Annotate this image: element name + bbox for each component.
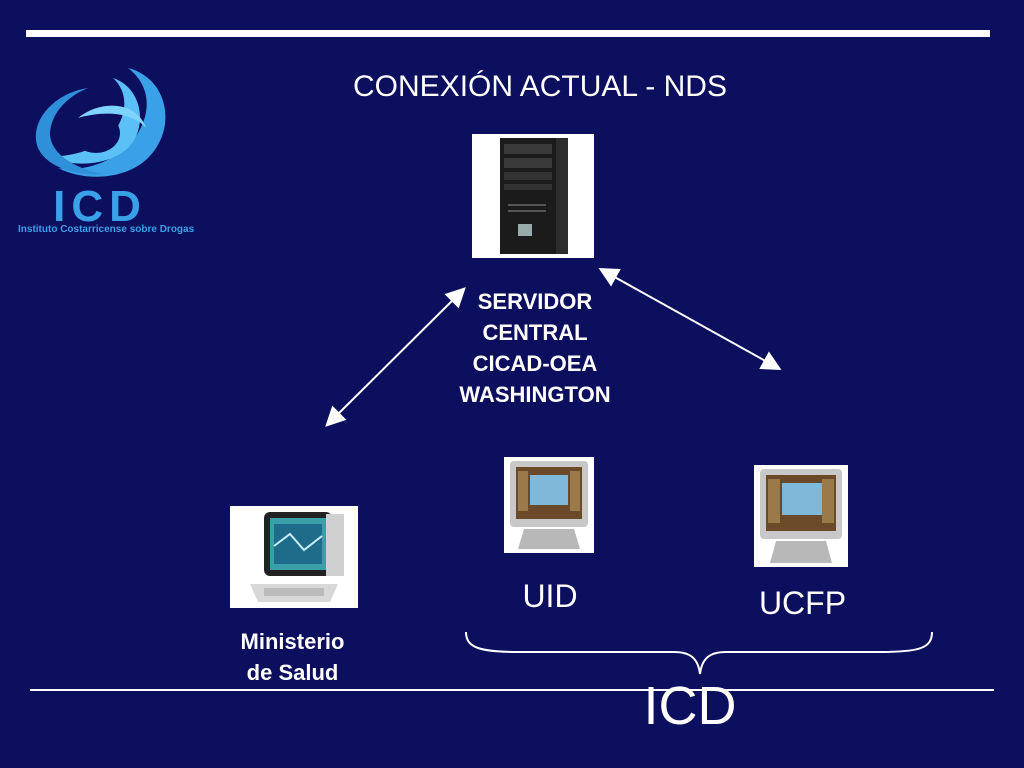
ucfp-label: UCFP <box>758 585 847 621</box>
ministerio-label: Ministerio de Salud <box>200 626 385 688</box>
ministerio-label-line-2: de Salud <box>246 660 339 685</box>
server-label-line-3: CICAD-OEA <box>472 351 598 376</box>
uid-monitor-icon <box>504 457 594 553</box>
icd-logo: ICD Instituto Costarricense sobre Drogas <box>18 58 195 240</box>
ministerio-label-line-1: Ministerio <box>240 629 345 654</box>
logo-wordmark: ICD <box>53 182 147 231</box>
group-brace <box>465 631 933 675</box>
server-tower-icon <box>472 134 594 258</box>
arrow-ministerio-server <box>325 287 466 427</box>
group-label: ICD <box>643 676 737 736</box>
server-label-line-4: WASHINGTON <box>459 382 611 407</box>
server-label: SERVIDOR CENTRAL CICAD-OEA WASHINGTON <box>430 286 640 410</box>
server-label-line-1: SERVIDOR <box>477 289 593 314</box>
computer-monitor-icon <box>230 506 358 608</box>
logo-subtitle: Instituto Costarricense sobre Drogas <box>18 224 195 235</box>
bottom-rule <box>30 689 994 691</box>
server-label-line-2: CENTRAL <box>482 320 588 345</box>
uid-label: UID <box>522 578 578 614</box>
ucfp-monitor-icon <box>754 465 848 567</box>
page-title: CONEXIÓN ACTUAL - NDS <box>353 70 727 103</box>
top-rule <box>26 30 990 37</box>
arrow-server-ucfp <box>598 268 782 370</box>
